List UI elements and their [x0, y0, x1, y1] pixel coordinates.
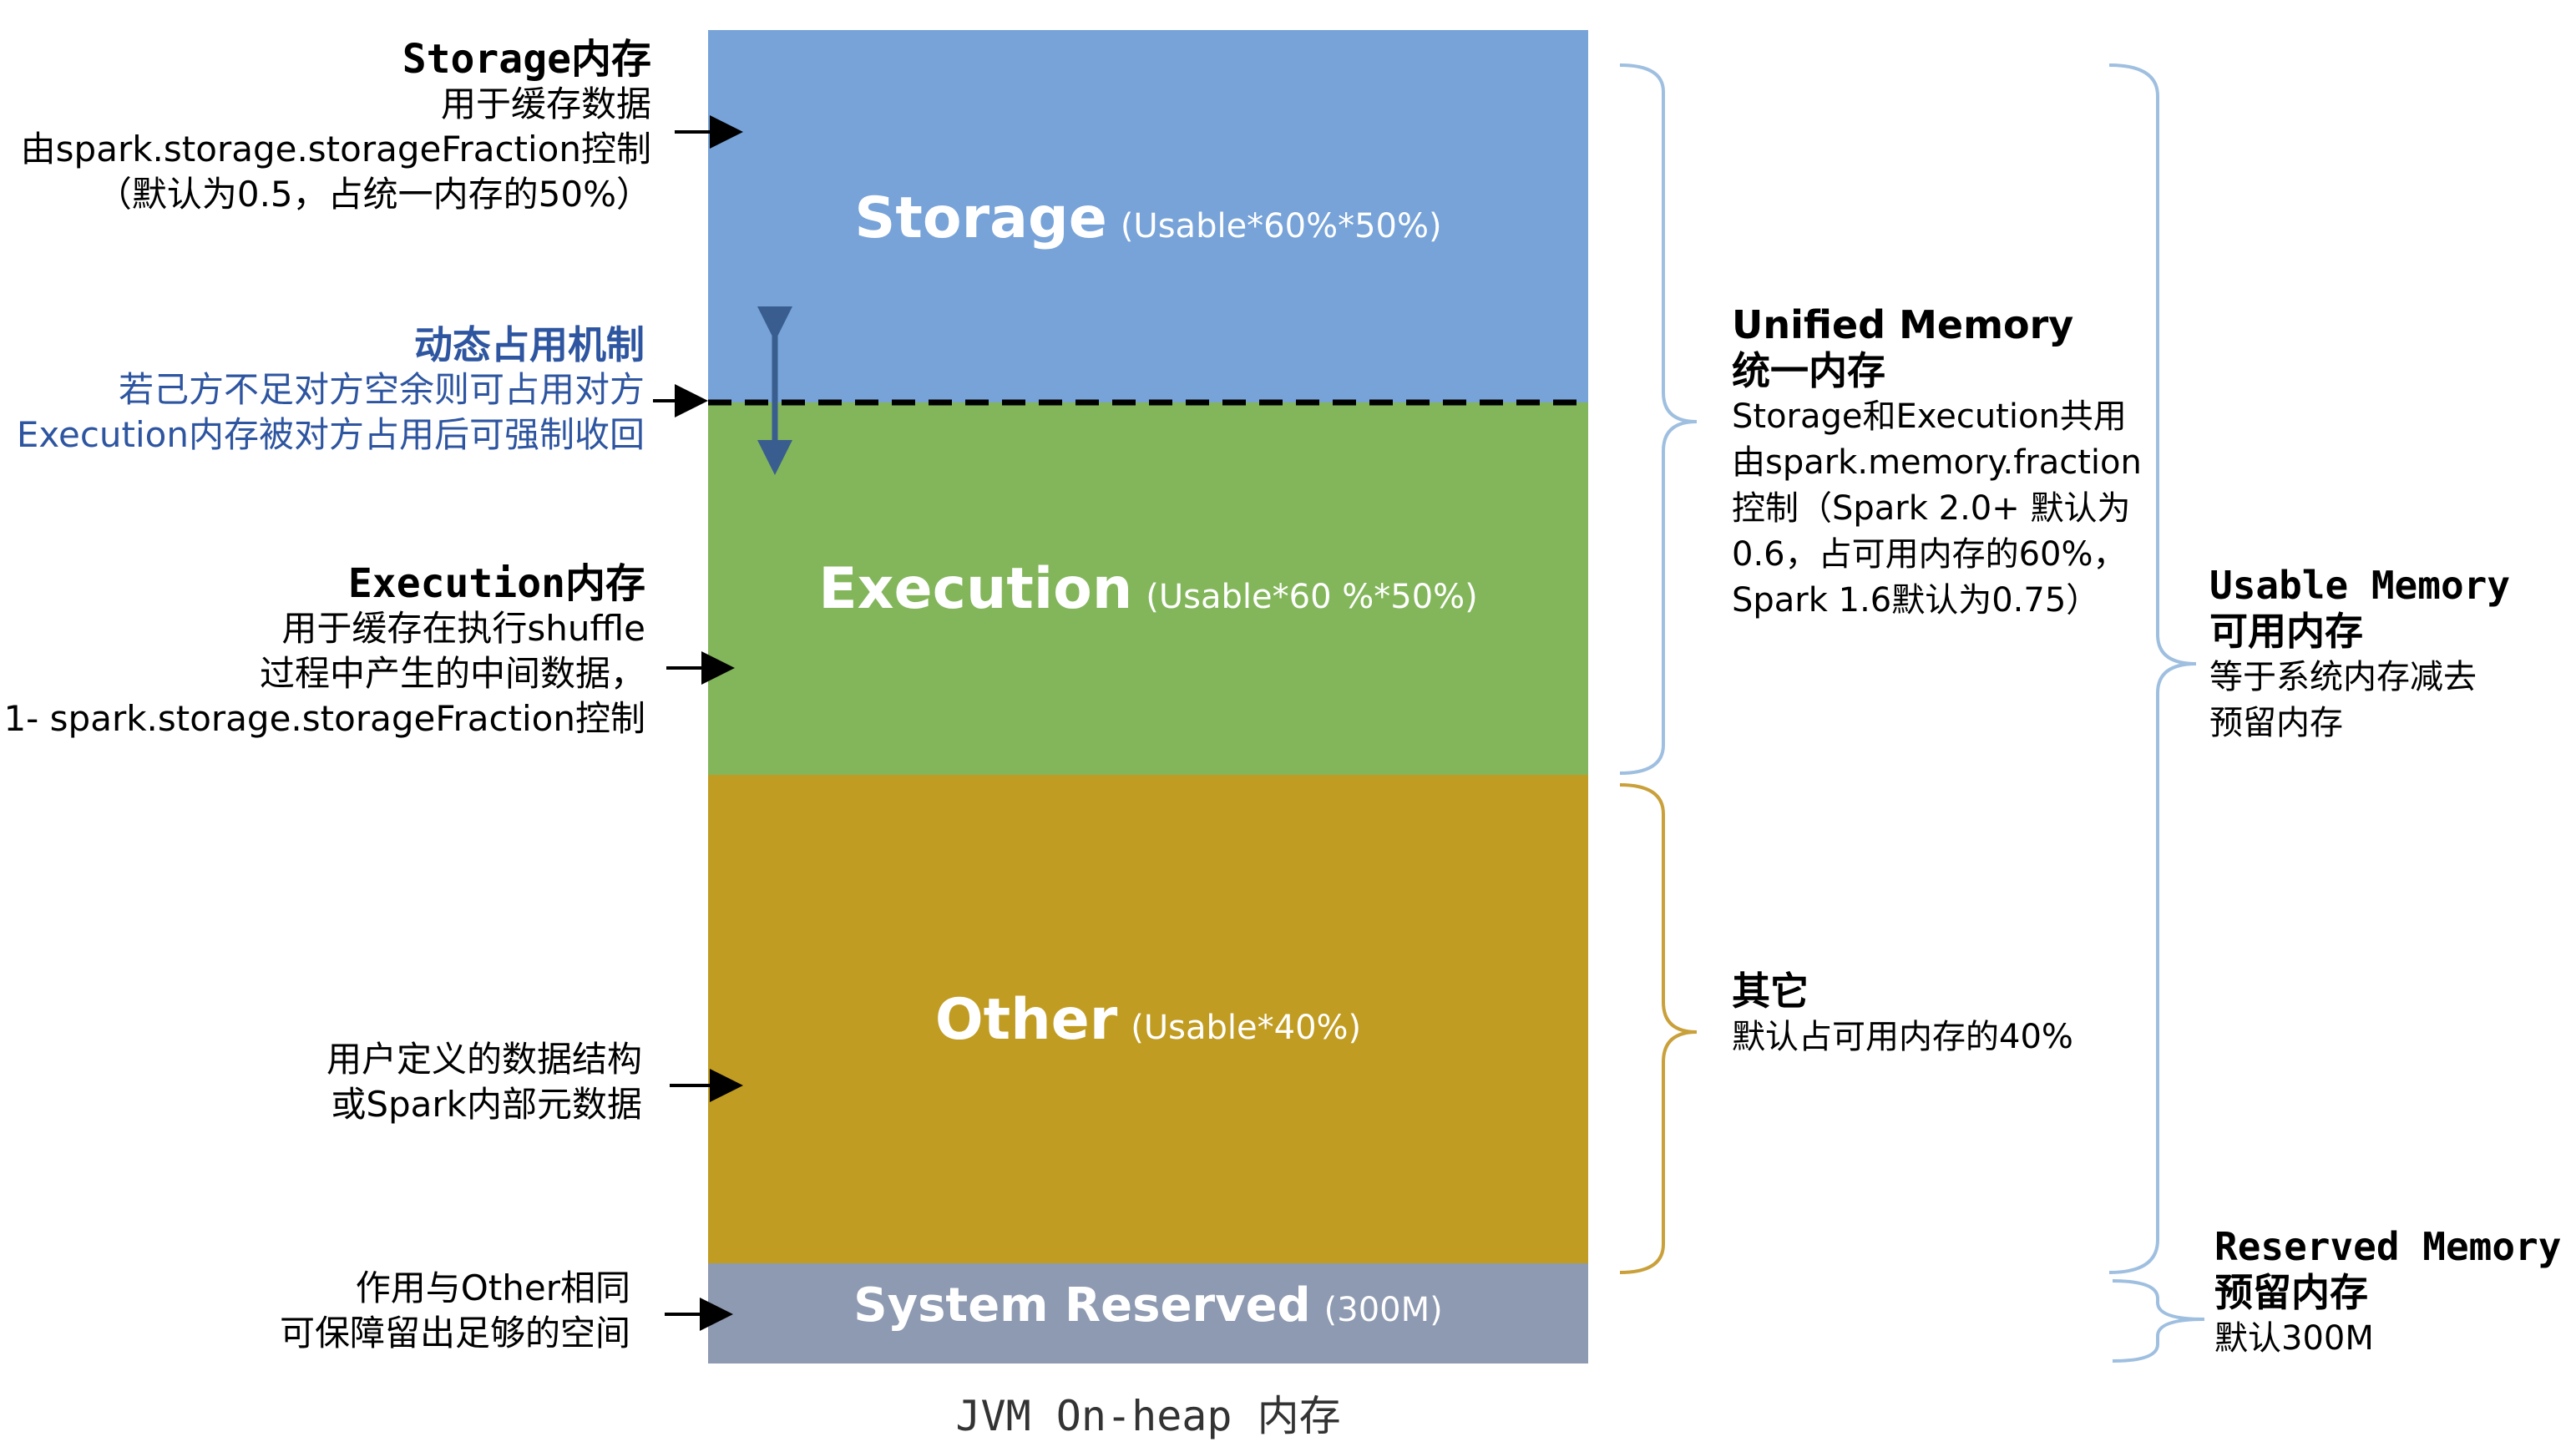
- unified-memory-note: Unified Memory 统一内存 Storage和Execution共用 …: [1732, 302, 2142, 624]
- storage-block-name: Storage: [854, 185, 1107, 251]
- storage-note: Storage内存 用于缓存数据 由spark.storage.storageF…: [21, 37, 651, 217]
- storage-block-formula: (Usable*60%*50%): [1120, 207, 1442, 245]
- storage-note-line: 由spark.storage.storageFraction控制: [20, 129, 651, 169]
- reserved-block-name: System Reserved: [853, 1278, 1311, 1333]
- reserved-memory-line: 默认300M: [2214, 1319, 2374, 1358]
- unified-memory-line: 控制（Spark 2.0+ 默认为: [1732, 489, 2131, 528]
- other-note-line: 或Spark内部元数据: [331, 1084, 642, 1125]
- unified-memory-line: 由spark.memory.fraction: [1732, 443, 2142, 482]
- unified-memory-line: Spark 1.6默认为0.75）: [1732, 581, 2100, 620]
- usable-memory-note: Usable Memory 可用内存 等于系统内存减去 预留内存: [2209, 563, 2510, 746]
- unified-memory-title-cn: 统一内存: [1732, 348, 1885, 393]
- other-block: Other (Usable*40%): [708, 775, 1588, 1263]
- usable-memory-brace: [2108, 63, 2197, 1274]
- other-note-line: 用户定义的数据结构: [326, 1039, 642, 1080]
- execution-note-line: 由1- spark.storage.storageFraction控制: [0, 698, 645, 739]
- unified-memory-line: Storage和Execution共用: [1732, 397, 2127, 436]
- usable-memory-line: 预留内存: [2209, 704, 2343, 742]
- other-block-formula: (Usable*40%): [1131, 1009, 1362, 1047]
- other-note: 用户定义的数据结构 或Spark内部元数据: [326, 1037, 642, 1127]
- storage-note-line: 用于缓存数据: [440, 83, 651, 124]
- reserved-memory-brace: [2112, 1279, 2205, 1363]
- unified-memory-brace: [1619, 63, 1698, 775]
- dynamic-note-title: 动态占用机制: [414, 322, 645, 367]
- reserved-block: System Reserved (300M): [708, 1263, 1588, 1364]
- execution-note: Execution内存 用于缓存在执行shuffle 过程中产生的中间数据， 由…: [0, 561, 645, 741]
- reserved-memory-note: Reserved Memory 预留内存 默认300M: [2214, 1224, 2561, 1362]
- usable-memory-line: 等于系统内存减去: [2209, 658, 2477, 696]
- unified-memory-title-en: Unified Memory: [1732, 302, 2074, 347]
- storage-note-line: （默认为0.5，占统一内存的50%）: [96, 174, 651, 215]
- reserved-memory-title-en: Reserved Memory: [2214, 1224, 2562, 1269]
- reserved-note-line: 可保障留出足够的空间: [279, 1313, 630, 1353]
- usable-memory-title-cn: 可用内存: [2209, 609, 2363, 654]
- reserved-memory-title-cn: 预留内存: [2214, 1270, 2368, 1315]
- dynamic-note-line: 若己方不足对方空余则可占用对方: [118, 369, 645, 410]
- reserved-note: 作用与Other相同 可保障留出足够的空间: [280, 1266, 630, 1356]
- other-memory-note: 其它 默认占可用内存的40%: [1732, 969, 2073, 1060]
- execution-block-name: Execution: [818, 556, 1133, 622]
- diagram-caption: JVM On-heap 内存: [955, 1392, 1341, 1440]
- dynamic-note: 动态占用机制 若己方不足对方空余则可占用对方 Execution内存被对方占用后…: [17, 322, 645, 458]
- execution-note-line: 过程中产生的中间数据，: [259, 653, 645, 694]
- storage-note-title: Storage内存: [402, 36, 651, 83]
- execution-block-formula: (Usable*60 %*50%): [1146, 578, 1478, 616]
- other-memory-brace: [1619, 783, 1698, 1274]
- other-memory-title-cn: 其它: [1732, 969, 1809, 1014]
- reserved-block-formula: (300M): [1323, 1291, 1443, 1329]
- usable-memory-title-en: Usable Memory: [2209, 563, 2511, 608]
- execution-block: Execution (Usable*60 %*50%): [708, 402, 1588, 775]
- unified-memory-line: 0.6，占可用内存的60%，: [1732, 535, 2127, 574]
- dynamic-note-line: Execution内存被对方占用后可强制收回: [16, 414, 645, 455]
- execution-note-title: Execution内存: [347, 560, 645, 607]
- storage-block: Storage (Usable*60%*50%): [708, 30, 1588, 402]
- execution-note-line: 用于缓存在执行shuffle: [281, 608, 645, 649]
- other-memory-line: 默认占可用内存的40%: [1732, 1018, 2073, 1056]
- other-block-name: Other: [934, 987, 1118, 1053]
- reserved-note-line: 作用与Other相同: [355, 1267, 630, 1308]
